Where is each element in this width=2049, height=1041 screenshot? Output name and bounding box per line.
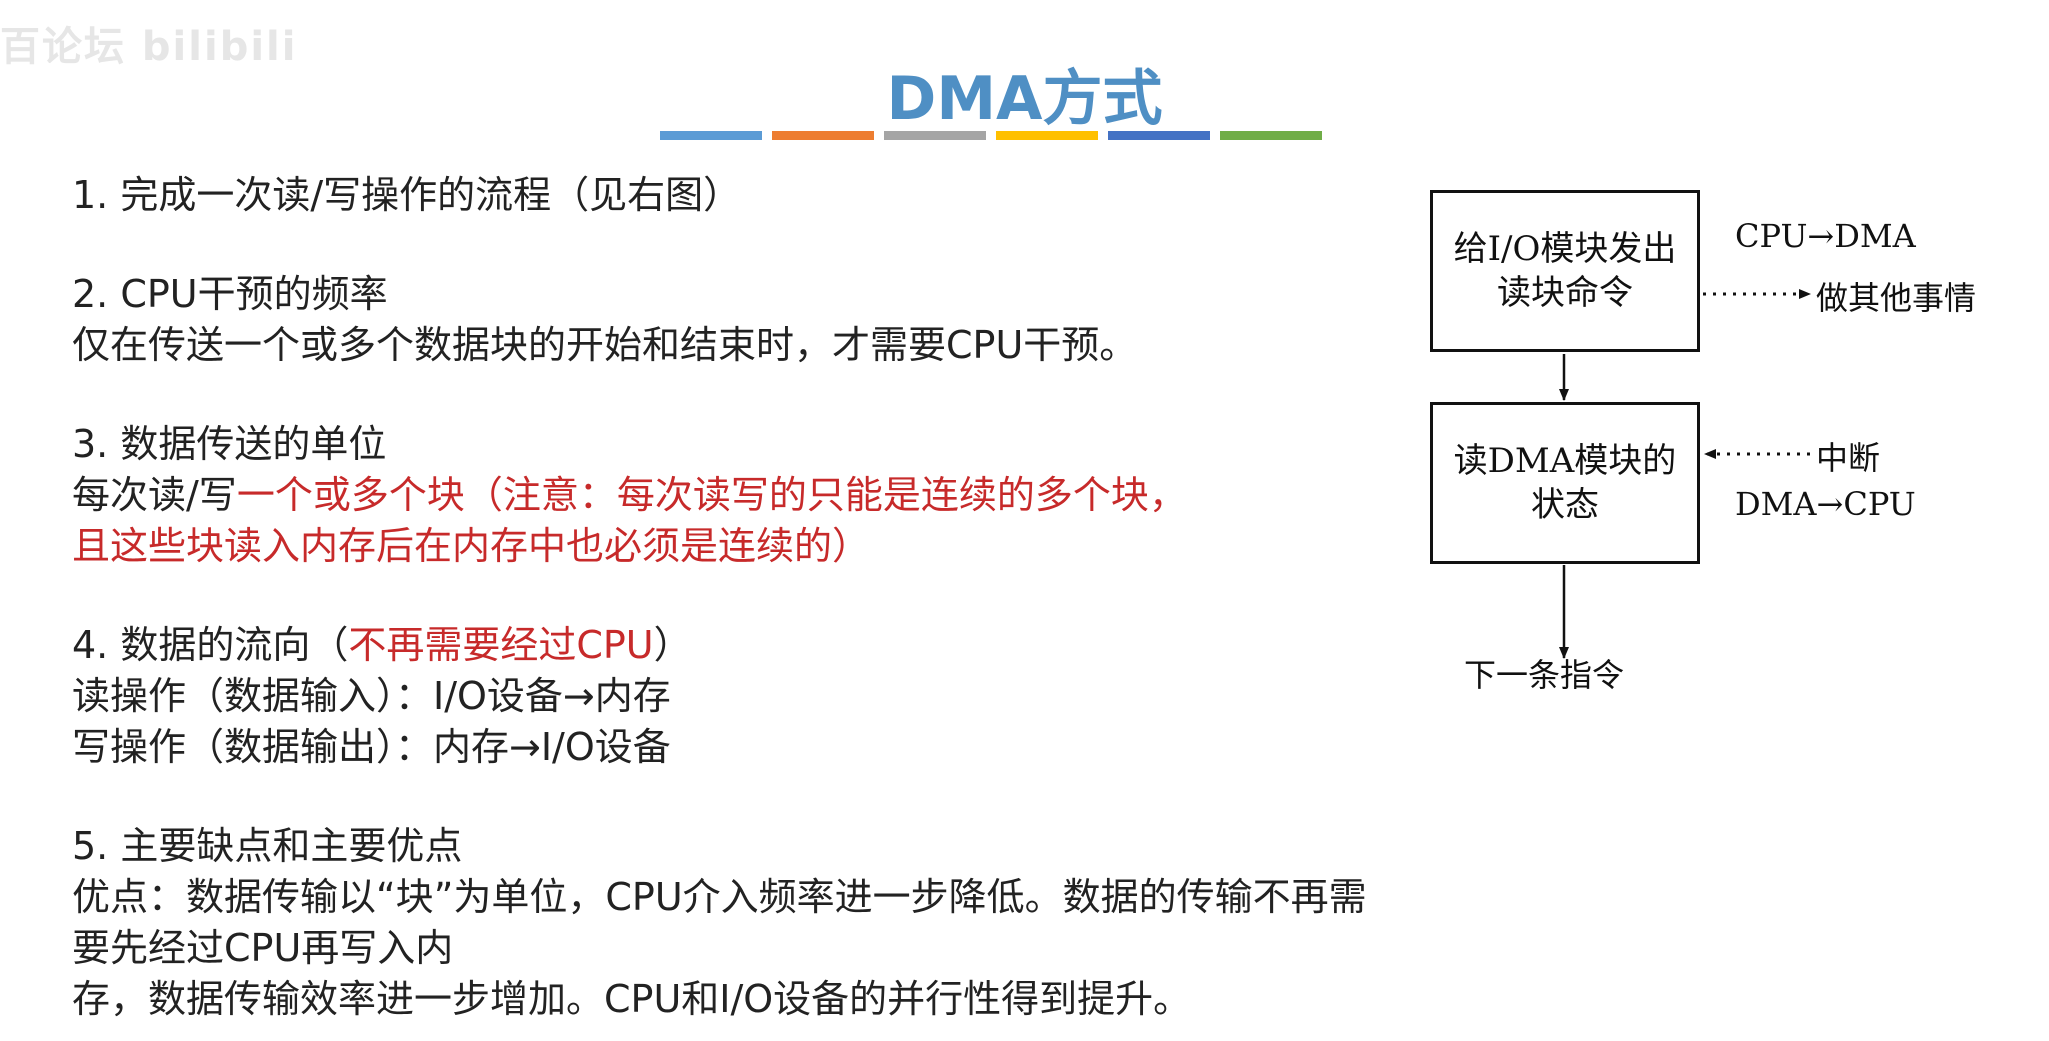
label-cpu-to-dma: CPU→DMA [1735,217,1916,255]
node-issue-read-command: 给I/O模块发出读块命令 [1430,190,1700,352]
label-do-other-work: 做其他事情 [1816,279,1977,317]
section-5-body-line-2: 存，数据传输效率进一步增加。CPU和I/O设备的并行性得到提升。 [72,977,1192,1021]
stripe-3 [884,131,986,140]
section-5-body-line-1: 优点：数据传输以“块”为单位，CPU介入频率进一步降低。数据的传输不再需要先经过… [72,875,1367,970]
stripe-2 [772,131,874,140]
diagram-arrows [1559,289,1811,659]
node-2-line-2: 状态 [1530,485,1599,525]
section-4-heading-prefix: 4. 数据的流向（ [72,623,349,667]
stripe-5 [1108,131,1210,140]
section-4-read-line: 读操作（数据输入）：I/O设备→内存 [72,674,671,718]
node-1-line-1: 给I/O模块发出 [1453,229,1677,269]
section-4-write-line: 写操作（数据输出）：内存→I/O设备 [72,725,671,769]
node-read-dma-status: 读DMA模块的状态 [1430,402,1700,564]
section-3-body-line-1: 每次读/写一个或多个块（注意：每次读写的只能是连续的多个块， [72,470,1402,521]
title-underline-stripes [660,131,1322,140]
label-next-instruction: 下一条指令 [1464,656,1625,694]
stripe-4 [996,131,1098,140]
section-4-heading: 4. 数据的流向（不再需要经过CPU） [72,620,1402,671]
section-1-heading: 1. 完成一次读/写操作的流程（见右图） [72,173,742,217]
stripe-1 [660,131,762,140]
node-2-line-1: 读DMA模块的 [1453,441,1677,481]
section-3-body-prefix: 每次读/写 [72,473,237,517]
slide-body: 1. 完成一次读/写操作的流程（见右图） 2. CPU干预的频率 仅在传送一个或… [72,170,1402,1025]
section-2-body: 仅在传送一个或多个数据块的开始和结束时，才需要CPU干预。 [72,323,1138,367]
section-2-heading: 2. CPU干预的频率 [72,272,388,316]
section-5-heading: 5. 主要缺点和主要优点 [72,824,463,868]
section-4-heading-suffix: ） [653,623,692,667]
node-1-line-2: 读块命令 [1496,273,1633,313]
watermark: 百论坛 bilibili [0,24,298,70]
section-3-highlight-1: 一个或多个块（注意：每次读写的只能是连续的多个块， [236,473,1187,517]
page-title: DMA方式 [886,64,1163,134]
section-3-heading: 3. 数据传送的单位 [72,422,387,466]
section-4-highlight: 不再需要经过CPU [348,623,654,667]
label-dma-to-cpu: DMA→CPU [1735,485,1916,523]
label-interrupt: 中断 [1816,439,1881,477]
section-3-highlight-2: 且这些块读入内存后在内存中也必须是连续的） [72,524,871,568]
stripe-6 [1220,131,1322,140]
dma-flow-diagram: 给I/O模块发出读块命令 读DMA模块的状态 CPU→DMA 做其他事情 中断 … [1400,170,2049,730]
